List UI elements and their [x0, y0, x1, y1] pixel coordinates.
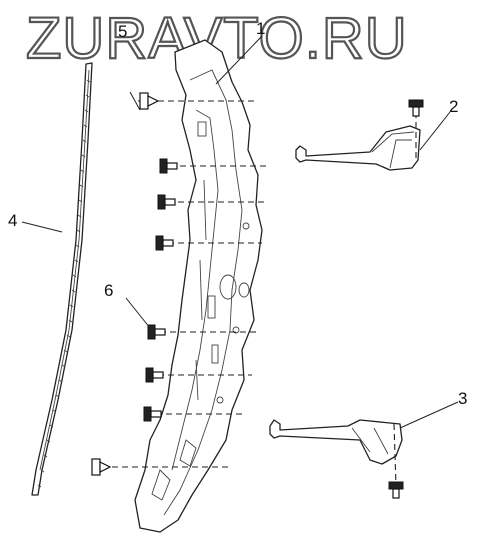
screw-icon: [145, 367, 164, 383]
callout-4: 4: [8, 211, 17, 230]
callout-5: 5: [118, 22, 127, 41]
fastener-clips: [91, 91, 424, 499]
callout-leaders: [21, 35, 459, 429]
part-4-seal-strip: [31, 62, 93, 496]
screw-icon: [143, 406, 162, 422]
callout-2: 2: [449, 97, 458, 116]
part-2-upper-bracket: [295, 125, 421, 171]
screw-icon: [157, 194, 176, 210]
callout-3: 3: [458, 389, 467, 408]
part-1-center-panel: [134, 39, 263, 533]
screw-icon: [147, 324, 166, 340]
screw-icon: [159, 158, 178, 174]
push-clip-icon: [91, 458, 112, 476]
fastener-axes: [92, 100, 417, 487]
screw-icon: [155, 235, 174, 251]
screw-icon: [408, 99, 424, 117]
push-clip-icon: [129, 91, 160, 111]
part-3-lower-bracket: [269, 419, 403, 465]
callout-1: 1: [256, 19, 265, 38]
callout-6: 6: [104, 281, 113, 300]
screw-icon: [388, 481, 404, 499]
